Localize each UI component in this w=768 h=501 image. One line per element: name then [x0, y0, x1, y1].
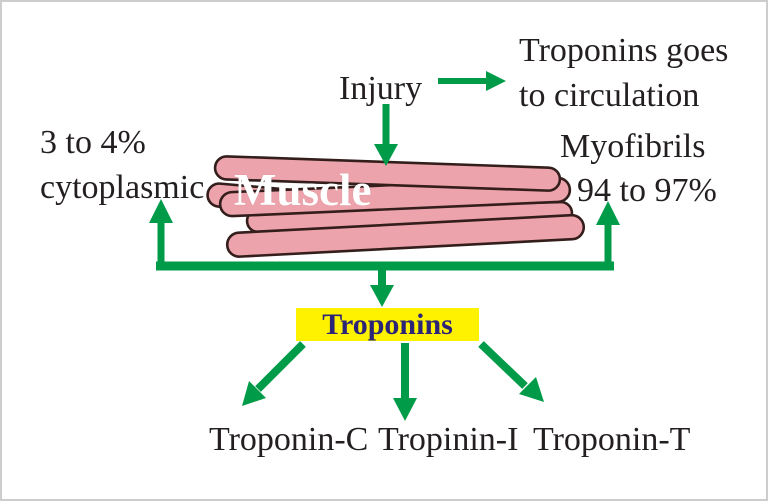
arrow-to-tropinin-i: [393, 343, 417, 421]
injury-label: Injury: [339, 70, 423, 107]
troponins-label: Troponins: [322, 307, 453, 341]
arrow-to-troponin-c: [242, 341, 306, 406]
arrow-injury-to-circulation: [438, 71, 506, 91]
tropinin-i-label: Tropinin-I: [378, 421, 519, 458]
cytoplasmic-label-line2: cytoplasmic: [40, 169, 205, 206]
muscle-illustration: [206, 155, 586, 258]
circulation-label: Troponins goes to circulation: [519, 28, 728, 118]
arrow-injury-to-muscle: [374, 104, 398, 166]
troponins-node: Troponins: [296, 308, 479, 341]
circulation-label-line2: to circulation: [519, 77, 700, 114]
cytoplasmic-label-line1: 3 to 4%: [40, 124, 146, 161]
arrow-to-troponin-t: [478, 341, 544, 402]
muscle-fiber: [225, 213, 586, 258]
muscle-label: Muscle: [234, 165, 372, 215]
myofibrils-label-line1: Myofibrils: [560, 128, 706, 165]
troponin-c-label: Troponin-C: [209, 421, 369, 458]
troponin-t-label: Troponin-T: [533, 421, 691, 458]
arrow-to-myofibrils: [596, 201, 620, 268]
arrow-to-cytoplasmic: [149, 199, 173, 268]
cytoplasmic-label: 3 to 4% cytoplasmic: [40, 120, 204, 210]
arrow-to-troponins: [370, 266, 394, 307]
circulation-label-line1: Troponins goes: [519, 32, 729, 69]
myofibrils-label-line2: 94 to 97%: [577, 172, 717, 209]
